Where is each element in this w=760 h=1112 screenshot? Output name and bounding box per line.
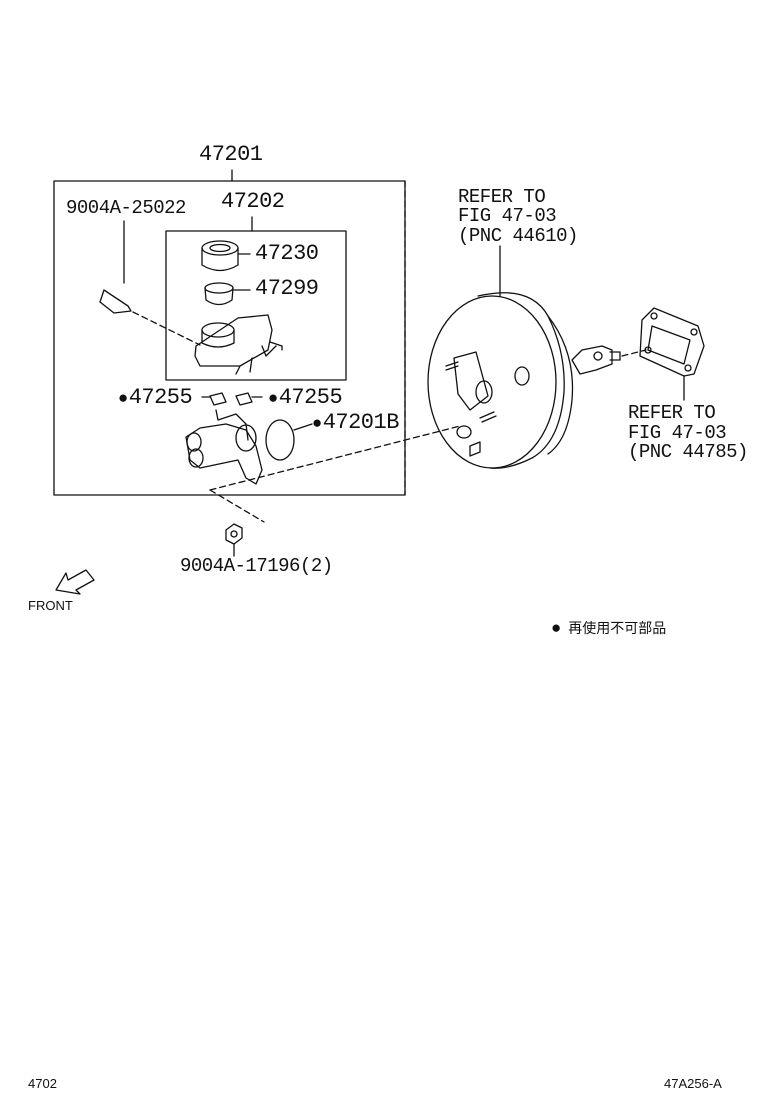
label-47202: 47202 xyxy=(221,189,285,214)
o-ring-part xyxy=(265,419,295,461)
grommet-left-part xyxy=(209,392,227,406)
legend-non-reusable: 再使用不可部品 xyxy=(551,618,666,638)
label-front: FRONT xyxy=(28,598,73,613)
label-47255-right: 47255 xyxy=(268,386,343,412)
label-47201b: 47201B xyxy=(312,411,400,437)
label-nut-9004a-17196: 9004A-17196(2) xyxy=(180,555,333,577)
label-47299: 47299 xyxy=(255,276,319,301)
gasket-part xyxy=(639,307,705,377)
label-pin-9004a-25022: 9004A-25022 xyxy=(66,197,186,219)
strainer-part xyxy=(204,282,234,306)
reservoir-part xyxy=(194,314,283,375)
footer-page-number: 4702 xyxy=(28,1076,57,1091)
cap-part xyxy=(201,240,239,272)
refer-gasket-line-2: FIG 47-03 xyxy=(628,422,727,444)
booster-part xyxy=(427,292,621,469)
refer-gasket-line-1: REFER TO xyxy=(628,402,716,424)
grommet-right-part xyxy=(235,392,253,406)
refer-booster-line-3: (PNC 44610) xyxy=(458,225,578,247)
pin-part xyxy=(99,289,132,314)
reservoir-box xyxy=(165,230,347,381)
label-47230: 47230 xyxy=(255,241,319,266)
assy-box xyxy=(53,180,406,496)
refer-booster-line-1: REFER TO xyxy=(458,186,546,208)
master-cylinder-part xyxy=(185,409,263,485)
nut-part xyxy=(225,523,243,545)
refer-gasket-line-3: (PNC 44785) xyxy=(628,441,748,463)
footer-figure-id: 47A256-A xyxy=(664,1076,722,1091)
label-47201: 47201 xyxy=(199,142,263,167)
front-arrow-icon xyxy=(55,569,95,595)
label-47255-left: 47255 xyxy=(118,386,193,412)
refer-booster-line-2: FIG 47-03 xyxy=(458,205,557,227)
